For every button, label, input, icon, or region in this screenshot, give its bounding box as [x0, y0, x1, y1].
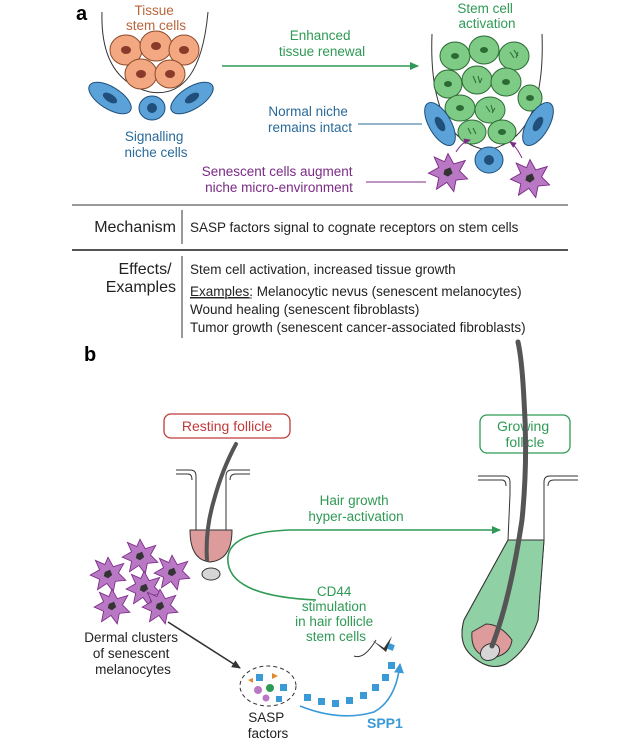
effects-header: Effects/ Examples [106, 261, 176, 296]
signalling-niche-cells-left [88, 81, 214, 121]
resting-follicle [176, 442, 250, 581]
spp1-molecules [304, 662, 395, 707]
examples-line-3: Tumor growth (senescent cancer-associate… [190, 320, 526, 335]
growing-follicle [461, 339, 578, 667]
senescent-melanocyte-cluster [89, 538, 191, 625]
stem-cell-activation-label: Stem cell activation [457, 1, 516, 31]
sasp-factors-label: SASP factors [248, 710, 289, 741]
mechanism-table: Mechanism SASP factors signal to cognate… [72, 204, 568, 338]
cluster-to-sasp-arrow [167, 621, 241, 669]
signalling-niche-cells-label: Signalling niche cells [124, 129, 187, 160]
cd44-label: CD44 stimulation in hair follicle stem c… [295, 584, 377, 644]
resting-follicle-box: Resting follicle [163, 413, 291, 439]
mechanism-header: Mechanism [94, 219, 176, 236]
hair-growth-label: Hair growth hyper-activation [308, 493, 403, 524]
spp1-label: SPP1 [367, 715, 403, 731]
tissue-stem-cells-label: Tissue stem cells [126, 3, 186, 33]
panel-a-label: a [76, 3, 88, 25]
cd44-receptor [353, 636, 395, 658]
activated-stem-cluster [431, 33, 543, 151]
examples-line-2: Wound healing (senescent fibroblasts) [190, 302, 419, 317]
effects-line-1: Stem cell activation, increased tissue g… [190, 262, 456, 277]
examples-line-1: Examples: Melanocytic nevus (senescent m… [190, 284, 522, 299]
niche-cells-right [424, 102, 554, 174]
dermal-clusters-label: Dermal clusters of senescent melanocytes [84, 630, 182, 677]
hair-growth-arrow [227, 526, 501, 601]
normal-niche-label: Normal niche remains intact [268, 104, 352, 135]
panel-b-label: b [84, 344, 96, 366]
spp1-arrow [299, 663, 404, 717]
tissue-stem-cluster [101, 11, 209, 94]
sasp-factors [239, 665, 297, 707]
senescent-cells-panel-a [427, 138, 551, 199]
senescent-augment-label: Senescent cells augment niche micro-envi… [202, 164, 357, 195]
examples-prefix: Examples [190, 284, 250, 299]
mechanism-text: SASP factors signal to cognate receptors… [190, 220, 519, 235]
resting-follicle-label: Resting follicle [182, 418, 272, 434]
enhanced-renewal-label: Enhanced tissue renewal [279, 28, 365, 59]
